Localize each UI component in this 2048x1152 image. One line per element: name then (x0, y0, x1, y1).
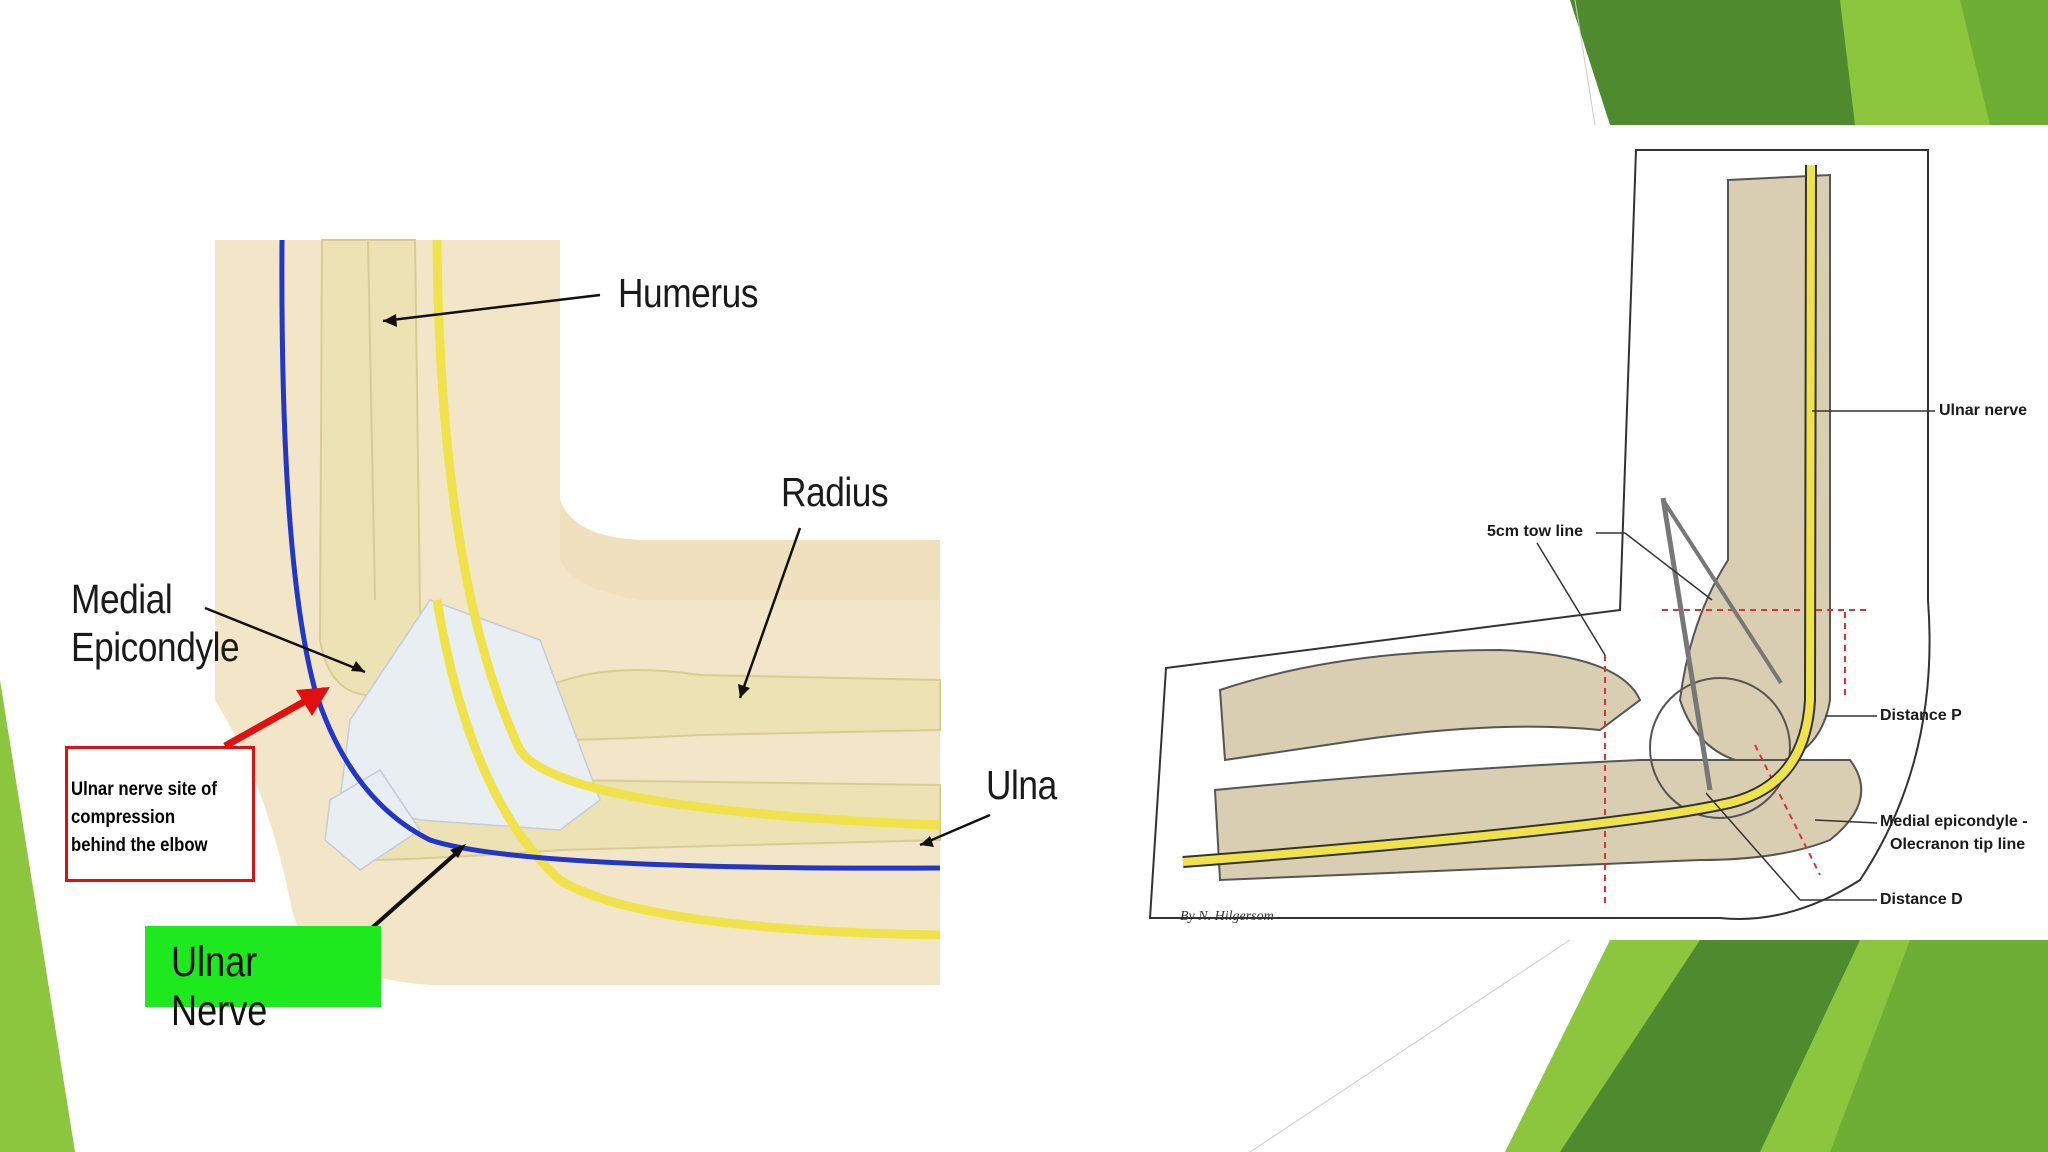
callout-line1: Ulnar nerve site of (71, 776, 227, 804)
ulnar-nerve-tag-text: Ulnar Nerve (171, 938, 347, 1036)
label-radius: Radius (781, 469, 888, 516)
label-ulna: Ulna (986, 762, 1057, 809)
label-distance-d: Distance D (1880, 891, 1963, 909)
compression-callout-box: Ulnar nerve site of compression behind t… (65, 746, 255, 882)
label-medial-olecranon-line2: Olecranon tip line (1890, 836, 2025, 854)
label-medial-line2: Epicondyle (71, 624, 239, 671)
label-tow-line: 5cm tow line (1487, 523, 1583, 541)
label-medial-olecranon-line1: Medial epicondyle - (1880, 813, 2028, 831)
label-humerus: Humerus (618, 270, 758, 317)
ulnar-nerve-tag: Ulnar Nerve (145, 926, 381, 1007)
illustration-credit: By N. Hilgersom (1180, 909, 1274, 925)
label-medial-line1: Medial (71, 576, 172, 623)
callout-line2: compression (71, 804, 227, 832)
label-distance-p: Distance P (1880, 707, 1962, 725)
label-ulnar-nerve-schematic: Ulnar nerve (1939, 402, 2027, 420)
callout-line3: behind the elbow (71, 832, 227, 860)
